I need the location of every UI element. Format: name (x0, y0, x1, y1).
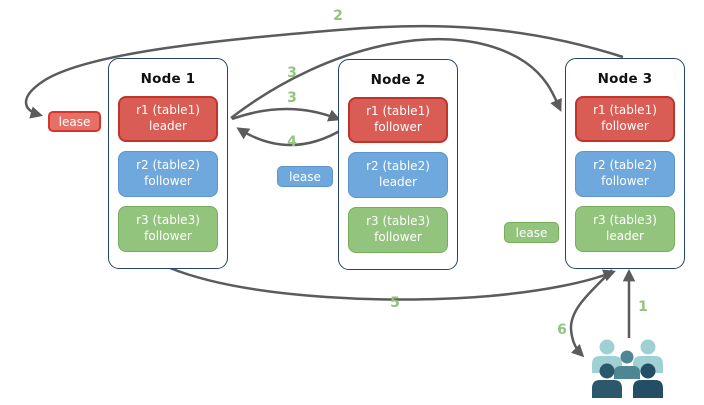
replica-name: r1 (table1) (593, 103, 657, 118)
arrow-step-4-node2-to-node1 (236, 127, 344, 147)
replica-role: leader (605, 229, 644, 243)
node3-replica-r1: r1 (table1) follower (575, 96, 675, 142)
replica-role: leader (148, 119, 187, 133)
step-label-3-lower: 3 (287, 90, 297, 106)
node1-replica-r3: r3 (table3) follower (118, 206, 218, 252)
user-bottom-right (633, 363, 663, 398)
node2-replica-r3: r3 (table3) follower (348, 207, 448, 253)
user-bottom-left (592, 363, 622, 398)
step-label-5: 5 (390, 295, 400, 311)
replica-role: follower (144, 229, 192, 243)
node3-replica-r3: r3 (table3) leader (575, 206, 675, 252)
node-1-title: Node 1 (140, 71, 196, 87)
lease-badge-r2: lease (277, 166, 333, 187)
arrow-step-2-node3-to-red-lease (24, 24, 624, 119)
step-label-1: 1 (638, 299, 648, 315)
node-1: Node 1 r1 (table1) leader r2 (table2) fo… (108, 58, 228, 269)
node-2: Node 2 r1 (table1) follower r2 (table2) … (338, 59, 458, 270)
arrow-step-3-node1-to-node2 (231, 107, 341, 122)
replica-name: r3 (table3) (136, 213, 200, 228)
step-label-6: 6 (557, 322, 567, 338)
replica-name: r3 (table3) (366, 214, 430, 229)
replica-role: leader (378, 175, 417, 189)
replica-name: r2 (table2) (366, 159, 430, 174)
replica-role: follower (601, 174, 649, 188)
replica-name: r1 (table1) (366, 104, 430, 119)
node-2-title: Node 2 (370, 72, 426, 88)
lease-badge-r1: lease (48, 111, 101, 132)
user-middle (614, 350, 640, 379)
node1-replica-r2: r2 (table2) follower (118, 151, 218, 197)
node2-replica-r1: r1 (table1) follower (348, 97, 448, 143)
step-label-2: 2 (333, 8, 343, 24)
arrow-step-5-node1-to-node3 (169, 266, 616, 301)
replica-role: follower (374, 120, 422, 134)
replica-role: follower (144, 174, 192, 188)
replica-name: r1 (table1) (136, 103, 200, 118)
arrow-step-3-node1-to-node3 (230, 38, 562, 119)
replica-name: r3 (table3) (593, 213, 657, 228)
node2-replica-r2: r2 (table2) leader (348, 152, 448, 198)
lease-badge-r3: lease (504, 222, 559, 243)
step-label-3-upper: 3 (287, 65, 297, 81)
node-3: Node 3 r1 (table1) follower r2 (table2) … (565, 58, 685, 269)
users-group-icon (592, 339, 663, 398)
replica-role: follower (374, 230, 422, 244)
replica-role: follower (601, 119, 649, 133)
node1-replica-r1: r1 (table1) leader (118, 96, 218, 142)
replica-name: r2 (table2) (593, 158, 657, 173)
node3-replica-r2: r2 (table2) follower (575, 151, 675, 197)
arrow-step-6-node3-to-users (569, 269, 613, 358)
step-label-4: 4 (287, 134, 297, 150)
node-3-title: Node 3 (597, 71, 653, 87)
replica-name: r2 (table2) (136, 158, 200, 173)
